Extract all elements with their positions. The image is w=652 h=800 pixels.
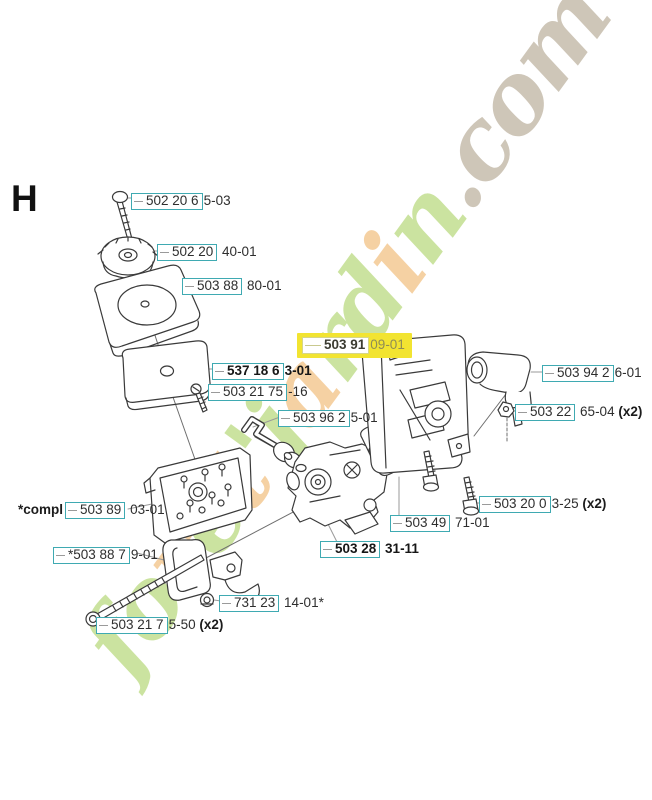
part-number-rest: 6-01 — [614, 365, 642, 380]
part-number-box: *503 88 7 — [53, 547, 130, 564]
part-number-rest: 14-01* — [280, 595, 324, 610]
part-label-503-21-75-16: 503 21 75-16 — [208, 383, 308, 401]
part-label-502-20-40-01: 502 20 40-01 — [157, 243, 257, 261]
part-number-rest: 31-11 — [381, 541, 419, 556]
part-number-rest: 5-50 — [168, 617, 200, 632]
part-label-503-22-65-04: 503 22 65-04 (x2) — [515, 403, 642, 421]
compl-prefix: *compl — [18, 502, 64, 517]
part-number-box: 503 22 — [515, 404, 576, 421]
part-number-box: 537 18 6 — [212, 363, 284, 380]
part-number-box: 503 94 2 — [542, 365, 614, 382]
part-number-rest: 5-01 — [350, 410, 378, 425]
part-number-box: 502 20 6 — [131, 193, 203, 210]
section-letter: H — [11, 178, 38, 219]
quantity-suffix: (x2) — [618, 404, 643, 419]
part-label-503-49-71-01: 503 49 71-01 — [390, 514, 490, 532]
part-number-box: 503 91 — [302, 337, 370, 354]
part-number-box: 503 21 7 — [96, 617, 168, 634]
part-label-503-88-80-01: 503 88 80-01 — [182, 277, 282, 295]
part-number-rest: 3-25 — [551, 496, 583, 511]
part-number-box: 731 23 — [219, 595, 280, 612]
part-number-rest: 80-01 — [243, 278, 282, 293]
part-number-rest: 71-01 — [451, 515, 490, 530]
part-number-box: 503 21 75 — [208, 384, 288, 401]
part-number-rest: 5-03 — [203, 193, 231, 208]
part-number-box: 503 28 — [320, 541, 381, 558]
part-number-box: 503 20 0 — [479, 496, 551, 513]
part-number-rest: 65-04 — [576, 404, 619, 419]
part-number-rest: 40-01 — [218, 244, 257, 259]
part-number-rest: 09-01 — [370, 337, 405, 352]
part-number-rest: 9-01 — [130, 547, 158, 562]
part-number-rest: -16 — [288, 384, 308, 399]
quantity-suffix: (x2) — [199, 617, 224, 632]
part-label-503-28-31-11: 503 28 31-11 — [320, 540, 419, 558]
part-number-box: 503 96 2 — [278, 410, 350, 427]
part-number-rest: 3-01 — [284, 363, 312, 378]
quantity-suffix: (x2) — [582, 496, 607, 511]
part-number-box: 503 89 — [65, 502, 126, 519]
part-number-box: 503 49 — [390, 515, 451, 532]
part-label-731-23-14-01: 731 23 14-01* — [219, 594, 324, 612]
part-number-box: 502 20 — [157, 244, 218, 261]
part-number-rest: 03-01 — [126, 502, 165, 517]
part-number-box: 503 88 — [182, 278, 243, 295]
